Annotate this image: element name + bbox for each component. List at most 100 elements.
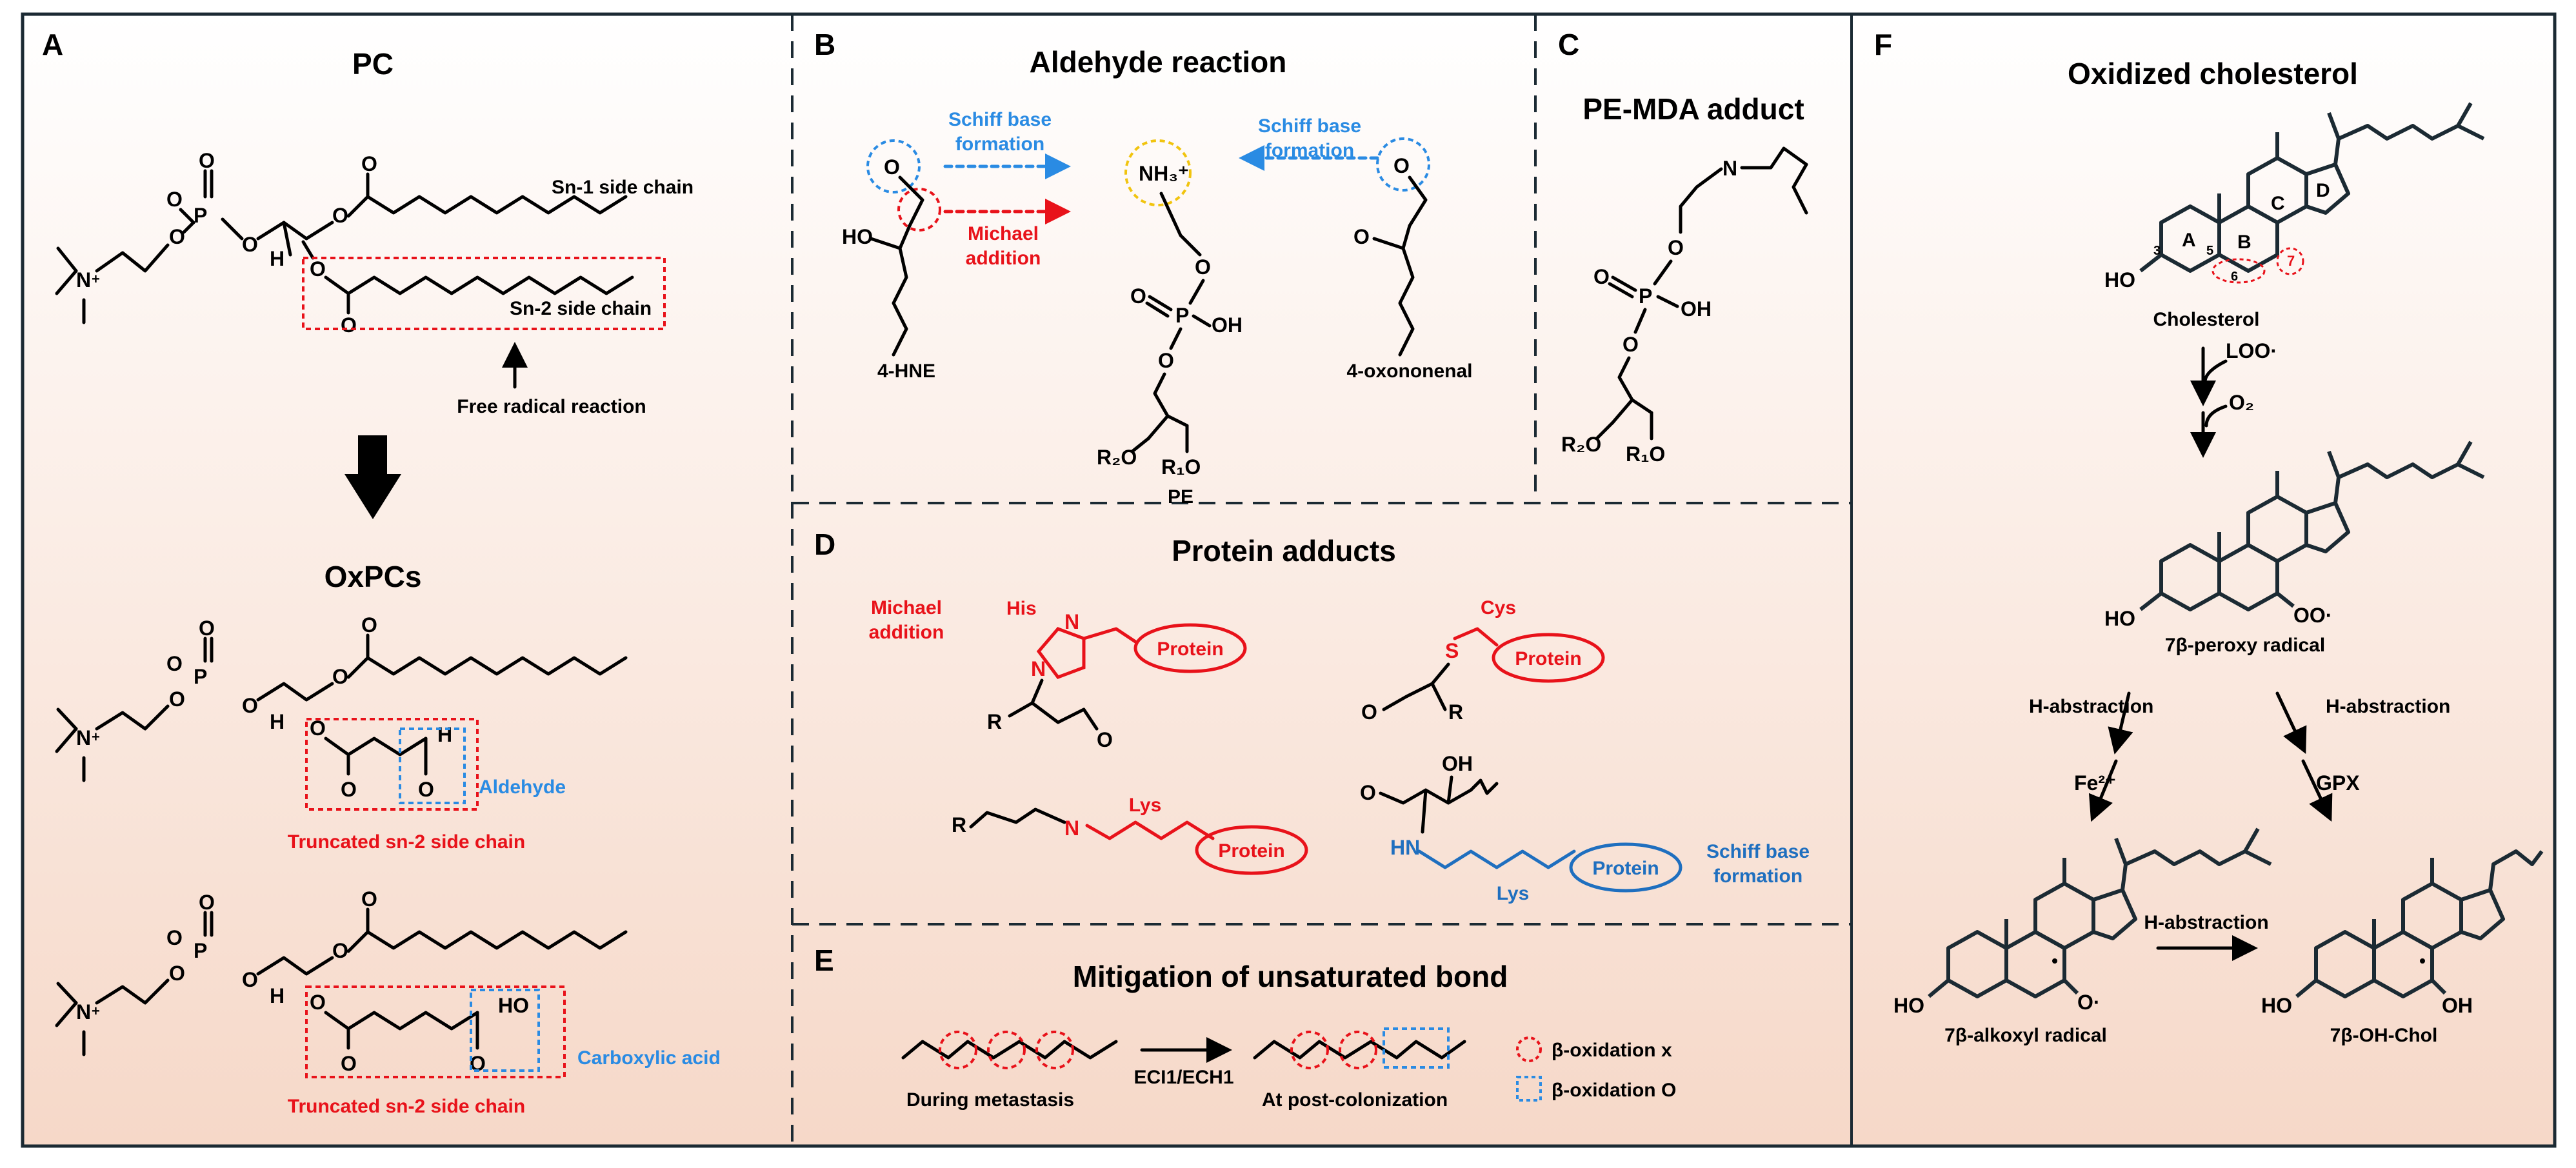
svg-text:O: O [169,962,185,985]
svg-text:addition: addition [966,248,1041,269]
cholesterol-molecule: HO A B C D 3 5 6 7 Cholesterol [2104,102,2485,330]
svg-text:HO: HO [2104,268,2135,292]
panel-e-title: Mitigation of unsaturated bond [1073,960,1508,993]
svg-text:His: His [1006,598,1037,619]
panel-f: F Oxidized cholesterol HO A B C D 3 5 6 … [1874,28,2544,1046]
lys-imine-adduct: R N Lys Protein [952,795,1308,875]
svg-text:B: B [2237,232,2252,253]
carboxylic-box [470,989,540,1072]
svg-text:HO: HO [1893,994,1924,1017]
atom-n: N [76,268,91,292]
panel-a-letter: A [42,28,63,61]
cholesterol-label: Cholesterol [2153,309,2259,330]
carboxylic-label: Carboxylic acid [577,1047,721,1069]
alkoxyl-label: 7β-alkoxyl radical [1944,1025,2107,1046]
svg-text:HO: HO [2261,994,2292,1017]
pe-mda-molecule: N O P O OH O R₂O R₁O [1561,146,1808,466]
svg-text:O: O [310,991,326,1014]
svg-text:R: R [952,813,966,836]
svg-text:O: O [361,613,377,637]
svg-text:Michael: Michael [871,597,942,619]
svg-text:D: D [2316,180,2330,201]
svg-text:N: N [1031,657,1046,680]
svg-text:+: + [92,729,100,745]
oxononenal-label: 4-oxononenal [1346,361,1472,382]
svg-text:OH: OH [1681,297,1712,321]
sn2-highlight-box [302,257,666,330]
oxpc-aldehyde-molecule: N + O P O O O H O O O O O H [55,613,628,853]
big-down-arrow [344,435,401,519]
svg-text:O: O [332,204,348,227]
svg-text:O: O [332,939,348,962]
svg-text:P: P [1175,304,1189,327]
svg-text:OO·: OO· [2293,604,2332,627]
peroxy-radical-molecule: HO OO· 7β-peroxy radical [2104,440,2485,656]
panel-b-title: Aldehyde reaction [1030,45,1287,79]
panel-c: C PE-MDA adduct N O P O OH O R₂O R₁O [1558,28,1808,466]
svg-text:Lys: Lys [1129,795,1162,816]
svg-text:R₁O: R₁O [1626,442,1665,466]
svg-text:Michael: Michael [968,223,1039,244]
svg-text:Protein: Protein [1592,858,1659,879]
svg-text:S: S [1445,639,1459,662]
svg-text:P: P [194,665,207,688]
svg-text:HO: HO [842,225,873,248]
svg-text:R: R [987,710,1002,733]
svg-text:O: O [341,778,357,801]
enzyme-label: ECI1/ECH1 [1133,1067,1233,1088]
svg-text:O: O [361,152,377,175]
svg-text:P: P [1639,284,1652,308]
alkoxyl-radical-molecule: HO O· 7β-alkoxyl radical [1893,827,2272,1046]
his-adduct: Michael addition His N N Protein R O [869,597,1247,751]
svg-text:formation: formation [955,134,1044,155]
svg-text:During metastasis: During metastasis [906,1089,1074,1111]
svg-text:LOO·: LOO· [2226,339,2277,362]
svg-text:O: O [1360,781,1376,804]
svg-text:Schiff base: Schiff base [948,109,1052,130]
truncated2-label: Truncated sn-2 side chain [288,1096,525,1117]
svg-text:O: O [341,1052,357,1075]
panel-a-title: PC [352,47,394,81]
svg-text:Protein: Protein [1515,648,1581,669]
svg-text:O: O [418,778,434,801]
svg-text:O: O [242,968,258,991]
svg-text:O₂: O₂ [2229,391,2254,414]
svg-text:R: R [1448,700,1463,724]
svg-text:N: N [1722,157,1737,180]
ohchol-label: 7β-OH-Chol [2330,1025,2438,1046]
svg-text:O: O [1158,349,1174,372]
free-radical-label: Free radical reaction [457,396,646,417]
legend-o: β-oxidation O [1552,1080,1676,1101]
svg-text:O: O [1097,728,1113,751]
panel-b: B Aldehyde reaction O HO 4-HNE Schiff ba… [814,28,1473,508]
svg-text:+: + [92,1003,100,1019]
svg-text:O: O [1130,284,1146,308]
svg-text:H: H [270,710,285,733]
hne-label: 4-HNE [877,361,935,382]
svg-text:H: H [270,984,285,1007]
panel-d-title: Protein adducts [1172,534,1396,568]
svg-text:addition: addition [869,622,944,643]
svg-text:H-abstraction: H-abstraction [2144,912,2268,933]
svg-text:Lys: Lys [1497,883,1530,904]
svg-text:R₂O: R₂O [1097,446,1137,469]
svg-text:O: O [166,926,183,949]
svg-text:O: O [1593,265,1610,288]
svg-text:O: O [361,887,377,911]
svg-text:O: O [884,155,900,179]
svg-text:Schiff base: Schiff base [1706,841,1810,862]
truncated2-box [305,985,566,1078]
svg-text:H-abstraction: H-abstraction [2029,696,2153,717]
svg-text:N: N [76,1000,91,1024]
svg-text:P: P [194,939,207,962]
svg-text:O: O [199,891,215,914]
svg-text:Protein: Protein [1218,840,1284,862]
svg-text:HN: HN [1390,836,1420,859]
svg-text:O: O [1195,255,1211,279]
svg-text:N: N [1064,817,1079,840]
svg-text:O: O [242,694,258,717]
svg-text:formation: formation [1713,866,1802,887]
svg-text:A: A [2182,230,2196,251]
svg-text:N: N [1064,610,1079,633]
